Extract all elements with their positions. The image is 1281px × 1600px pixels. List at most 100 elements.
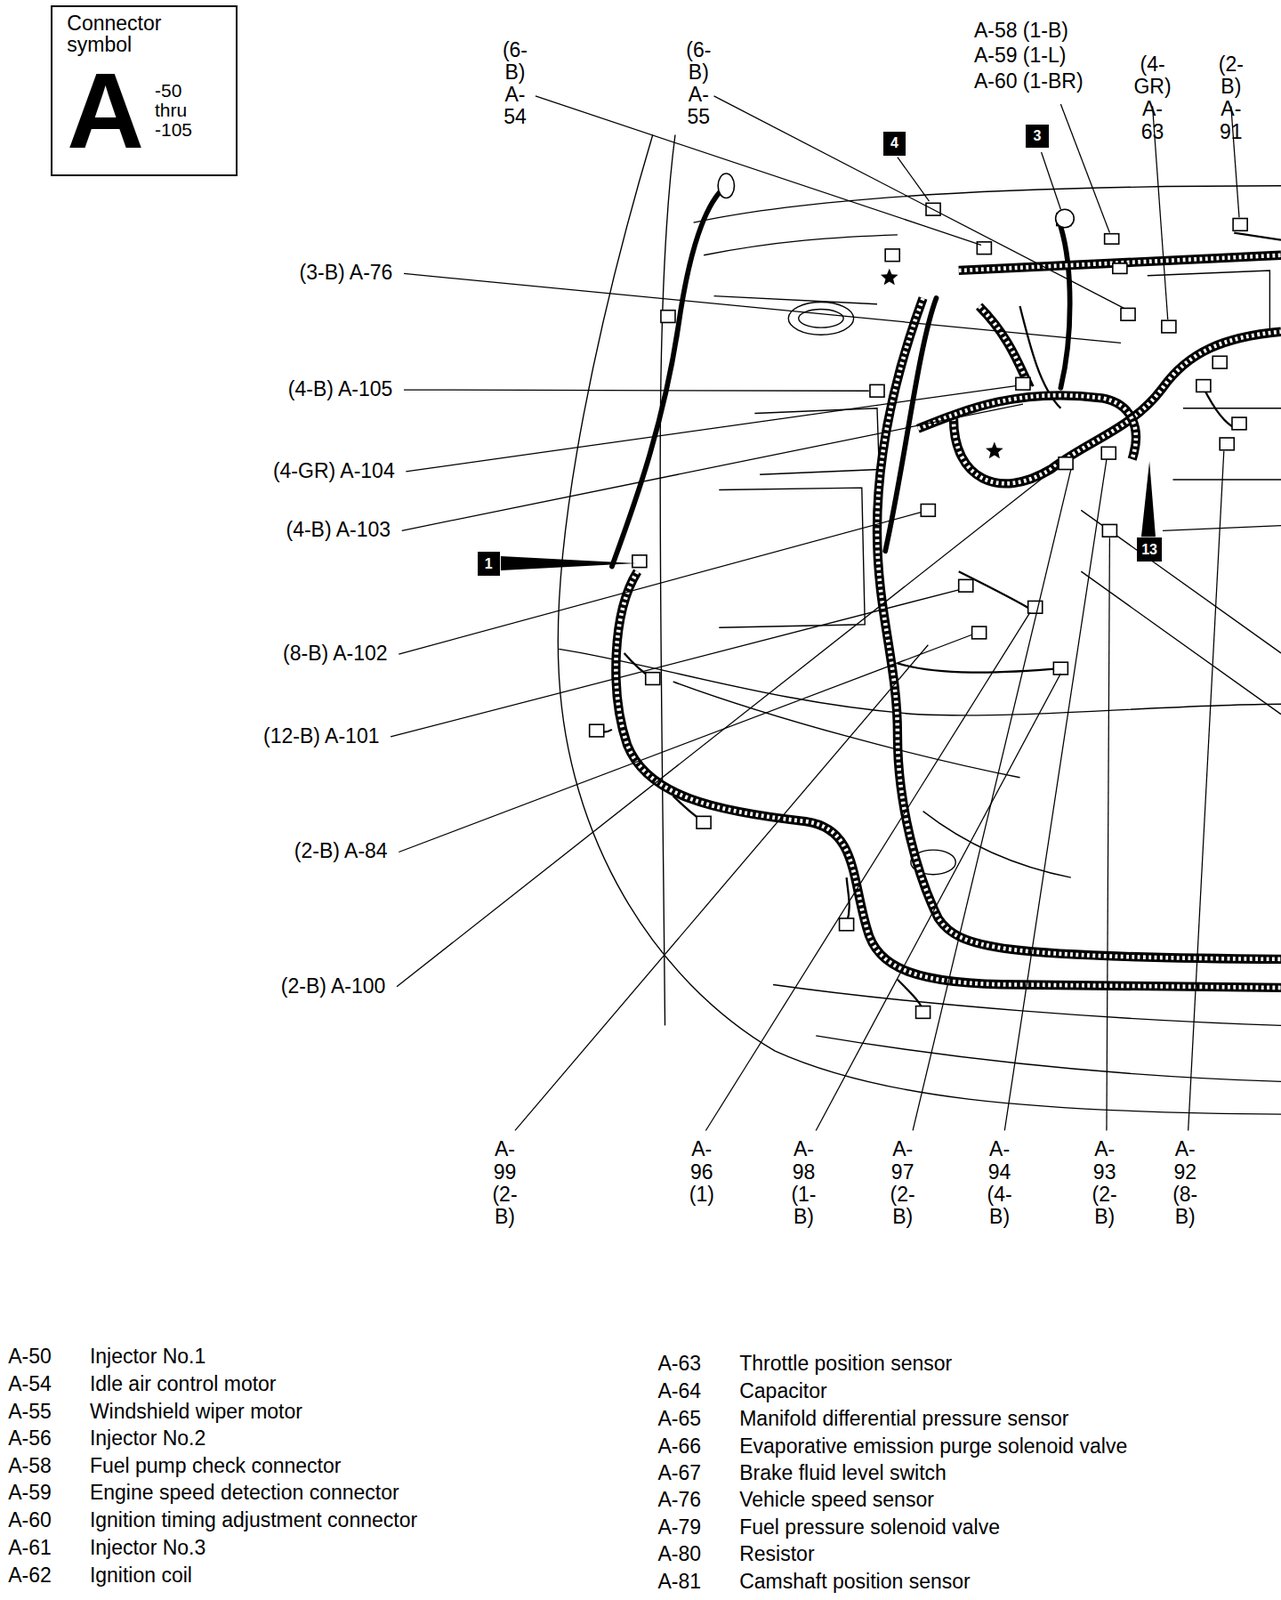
connector-label: A-93 (2-B) bbox=[1092, 1137, 1118, 1228]
cable bbox=[1060, 226, 1070, 388]
connector bbox=[1028, 600, 1043, 613]
engine-bay bbox=[1147, 270, 1271, 338]
part-name: Resistor bbox=[739, 1543, 814, 1566]
symbol-row: A-50 thru -105 bbox=[66, 56, 227, 164]
part-code: A-61 bbox=[8, 1537, 52, 1560]
connectors bbox=[589, 173, 1248, 1018]
part-name: Evaporative emission purge solenoid valv… bbox=[739, 1434, 1128, 1458]
engine-bay bbox=[718, 487, 865, 628]
connector bbox=[1161, 320, 1177, 333]
leader-line bbox=[1060, 104, 1110, 233]
leader-line bbox=[714, 96, 1125, 308]
callout-leader bbox=[897, 157, 930, 202]
strut-tower bbox=[788, 302, 854, 336]
part-name: Vehicle speed sensor bbox=[739, 1489, 935, 1512]
engine-bay bbox=[754, 408, 879, 476]
part-code: A-63 bbox=[657, 1352, 701, 1375]
connector-label: (6-B) A-54 bbox=[502, 39, 528, 129]
fender-line bbox=[714, 296, 878, 305]
connector-label: A-97 (2-B) bbox=[890, 1137, 916, 1228]
star-mark bbox=[985, 442, 1004, 460]
connector-label: (12-B) A-101 bbox=[263, 725, 379, 748]
connector-label: (4-GR) A-63 bbox=[1133, 53, 1171, 144]
leader-line bbox=[403, 389, 870, 391]
part-name: Injector No.3 bbox=[89, 1537, 206, 1560]
connector-label: (6-B) A-55 bbox=[685, 39, 711, 129]
wire bbox=[958, 571, 1033, 611]
connector-label: A-98 (1-B) bbox=[790, 1137, 816, 1228]
harness bbox=[979, 306, 1031, 388]
connector bbox=[1212, 355, 1227, 369]
part-code: A-81 bbox=[657, 1571, 701, 1594]
engine-bay bbox=[1080, 509, 1281, 653]
connector bbox=[958, 579, 974, 592]
connector bbox=[1120, 307, 1136, 321]
callout-number: 1 bbox=[484, 556, 493, 572]
connector-label: (4-B) A-103 bbox=[285, 519, 391, 542]
callout-pointers bbox=[500, 152, 1156, 571]
part-name: Windshield wiper motor bbox=[89, 1400, 303, 1423]
connector-label: A-96 (1) bbox=[689, 1137, 715, 1206]
star-marks bbox=[880, 268, 1004, 460]
part-code: A-66 bbox=[657, 1434, 701, 1458]
engine-bay bbox=[1162, 525, 1281, 532]
part-code: A-59 bbox=[8, 1482, 52, 1505]
part-name: Capacitor bbox=[739, 1379, 827, 1402]
callout-wedge bbox=[1141, 460, 1156, 537]
engine-bay bbox=[1080, 571, 1281, 715]
callout-leader bbox=[1041, 152, 1062, 210]
leader-line bbox=[1106, 537, 1110, 1130]
connector-range: -50 thru -105 bbox=[154, 80, 193, 140]
connector bbox=[920, 504, 935, 517]
connector bbox=[1101, 446, 1116, 460]
leader-line bbox=[1188, 451, 1225, 1131]
part-name: Idle air control motor bbox=[89, 1372, 277, 1395]
leader-line bbox=[815, 673, 1061, 1131]
connector bbox=[1232, 217, 1248, 231]
callout-wedge bbox=[500, 555, 637, 571]
connector bbox=[870, 384, 885, 397]
leader-line bbox=[398, 512, 921, 654]
part-code: A-58 bbox=[8, 1454, 52, 1477]
part-name: Camshaft position sensor bbox=[739, 1571, 971, 1594]
connector-label: A-94 (4-B) bbox=[987, 1137, 1013, 1228]
connector bbox=[885, 249, 900, 262]
part-name: Fuel pump check connector bbox=[89, 1454, 342, 1477]
wire bbox=[1203, 387, 1237, 429]
connector-letter: A bbox=[66, 56, 145, 164]
harness bbox=[918, 394, 1136, 460]
part-code: A-64 bbox=[657, 1379, 701, 1402]
connector bbox=[972, 626, 987, 639]
part-code: A-67 bbox=[657, 1461, 701, 1484]
part-name: Injector No.2 bbox=[89, 1426, 206, 1450]
connector bbox=[1219, 437, 1234, 451]
harness bbox=[979, 306, 1031, 388]
connector bbox=[1053, 661, 1068, 675]
callout-number: 13 bbox=[1141, 542, 1158, 557]
connector-label: (2-B) A-100 bbox=[281, 974, 387, 998]
engine-bay bbox=[1172, 478, 1281, 480]
engine-bay bbox=[1183, 407, 1281, 409]
part-name: Fuel pressure solenoid valve bbox=[739, 1516, 1000, 1539]
connector bbox=[632, 555, 647, 568]
bumper-line bbox=[815, 1035, 1281, 1082]
leader-line bbox=[405, 386, 1016, 472]
part-name: Engine speed detection connector bbox=[89, 1482, 400, 1505]
connector-label: (2-B) A-91 bbox=[1218, 53, 1244, 144]
bumper-line bbox=[923, 811, 1072, 879]
connector-label: (4-B) A-105 bbox=[288, 378, 394, 401]
connector bbox=[645, 672, 661, 685]
connector bbox=[1015, 377, 1031, 390]
connector bbox=[1196, 379, 1211, 393]
connector bbox=[660, 310, 676, 323]
leader-line bbox=[398, 634, 972, 852]
connector-label: A-59 (1-L) bbox=[974, 44, 1067, 67]
part-code: A-50 bbox=[8, 1345, 52, 1368]
connector bbox=[1055, 209, 1075, 228]
part-code: A-76 bbox=[657, 1489, 701, 1512]
callout-number: 3 bbox=[1033, 128, 1042, 144]
connector-label: (3-B) A-76 bbox=[299, 262, 394, 285]
leader-line bbox=[912, 469, 1072, 1131]
connector bbox=[1112, 263, 1128, 274]
leader-line bbox=[402, 403, 1024, 531]
